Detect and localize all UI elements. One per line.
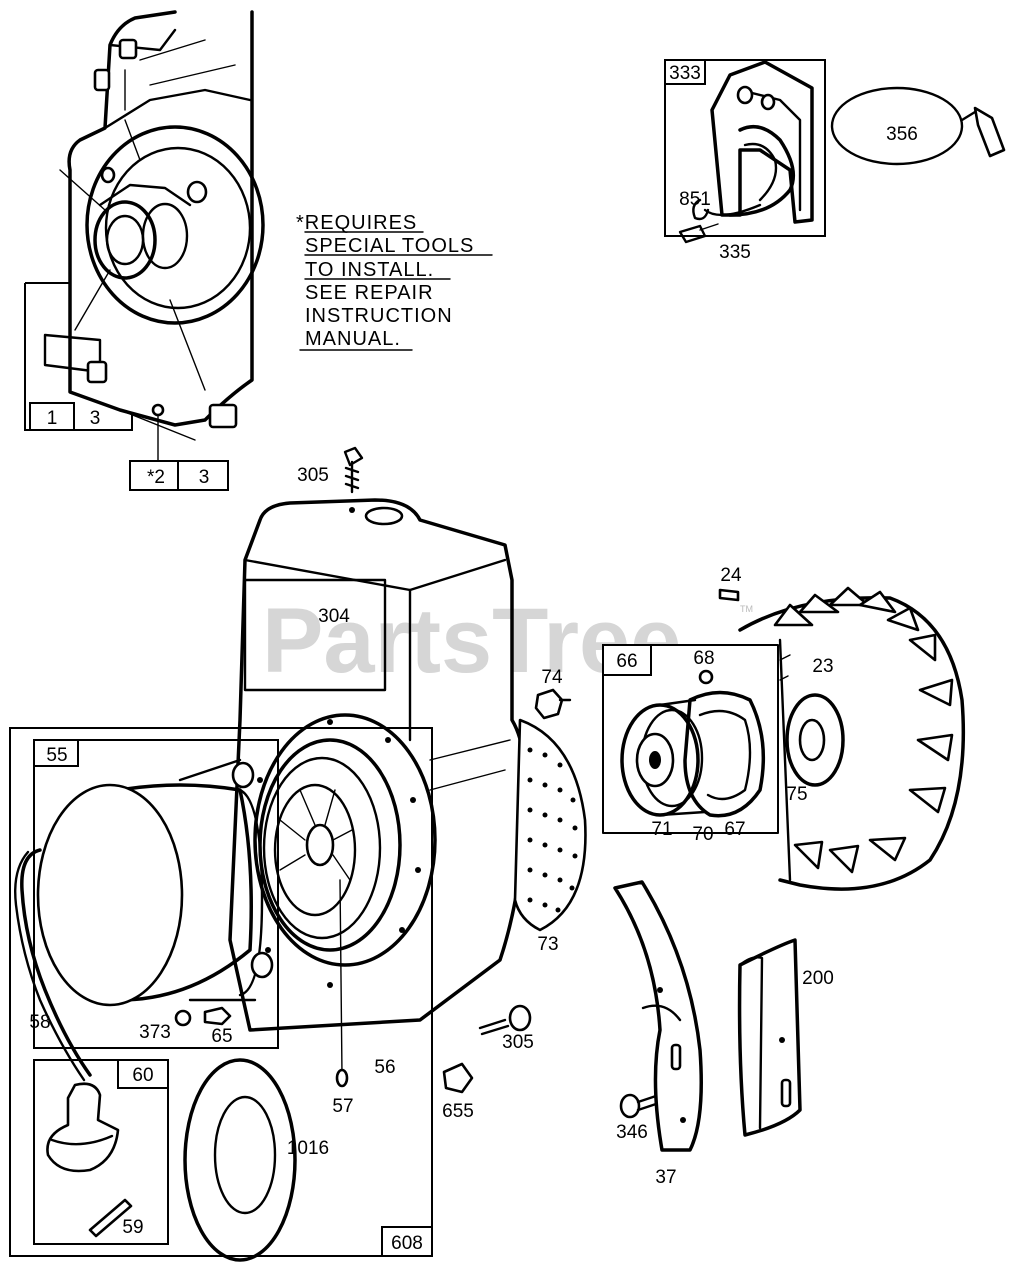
washer-373 [174, 1009, 192, 1027]
part-label-304: 304 [318, 606, 350, 627]
clip-655: 655 [442, 1062, 474, 1122]
callout-box-608 [381, 1226, 433, 1257]
pin-59 [88, 1198, 133, 1238]
callout-frame-1 [24, 282, 133, 431]
callout-frame-333 [664, 59, 826, 237]
watermark-trademark: TM [740, 604, 753, 614]
handle-group-60: 60 59 [33, 1059, 169, 1245]
part-label-608: 608 [391, 1233, 423, 1254]
note-line-1: *REQUIRES [296, 212, 417, 234]
part-label-1016: 1016 [287, 1138, 329, 1159]
callout-frame-66 [602, 644, 779, 834]
nut-74: 74 [534, 667, 572, 720]
part-label-373: 373 [139, 1022, 171, 1043]
wire-loop-356 [830, 86, 964, 166]
rotating-screen-73: 73 [513, 718, 587, 955]
part-label-200: 200 [802, 968, 834, 989]
baffle-200: 200 [737, 938, 834, 1137]
part-label-37: 37 [655, 1167, 676, 1188]
callout-frame-55 [33, 739, 279, 1049]
part-label-333: 333 [669, 63, 701, 84]
part-label-24: 24 [720, 565, 742, 586]
armature-group: 333 851 335 356 [664, 59, 1006, 263]
part-label-356: 356 [886, 124, 918, 145]
note-line-2: SPECIAL TOOLS [305, 235, 474, 257]
part-label-305a: 305 [297, 465, 329, 486]
screw-65 [203, 1006, 232, 1026]
part-label-59: 59 [122, 1217, 143, 1238]
starter-handle [46, 1082, 120, 1173]
special-tools-note: *REQUIRES SPECIAL TOOLS TO INSTALL. SEE … [296, 212, 493, 351]
part-label-3a: 3 [90, 408, 101, 429]
note-line-5: INSTRUCTION [305, 305, 453, 327]
part-label-70: 70 [692, 824, 713, 845]
note-line-6: MANUAL. [305, 328, 401, 350]
part-label-60: 60 [132, 1065, 153, 1086]
wire-terminal [973, 106, 1006, 158]
part-label-3b: 3 [199, 467, 210, 488]
part-label-335: 335 [719, 242, 751, 263]
washer-1016: 1016 [183, 1058, 329, 1262]
key-24: 24 [718, 565, 742, 602]
baffle-37: 37 346 [613, 880, 703, 1188]
pulley-spring-56: 56 57 [253, 713, 437, 1117]
part-label-68: 68 [693, 648, 714, 669]
part-label-71: 71 [651, 819, 672, 840]
note-line-4: SEE REPAIR [305, 282, 434, 304]
part-label-75: 75 [786, 784, 807, 805]
part-label-2: *2 [147, 467, 165, 488]
callout-box-60 [117, 1059, 169, 1089]
part-label-1: 1 [47, 408, 58, 429]
part-label-55: 55 [46, 745, 67, 766]
decal-panel-304 [243, 578, 387, 692]
part-label-346: 346 [616, 1122, 648, 1143]
callout-frame-608 [9, 727, 433, 1257]
part-label-65: 65 [211, 1026, 232, 1047]
callout-box-1 [29, 402, 75, 431]
part-label-305b: 305 [502, 1032, 534, 1053]
starter-assembly-55: 55 58 373 65 [14, 739, 279, 1082]
part-label-57: 57 [332, 1096, 353, 1117]
part-label-74: 74 [541, 667, 563, 688]
part-label-851: 851 [679, 189, 711, 210]
callout-box-333 [664, 59, 706, 85]
part-label-73: 73 [537, 934, 558, 955]
callout-frame-60 [33, 1059, 169, 1245]
crankcase-drawing [43, 10, 265, 441]
screw-305b: 305 [478, 1004, 534, 1053]
part-label-67: 67 [724, 819, 745, 840]
part-label-655: 655 [442, 1101, 474, 1122]
part-label-66: 66 [616, 651, 637, 672]
blower-housing: 305 304 [228, 446, 528, 1032]
ball-68 [698, 669, 714, 685]
boss-top-left [93, 68, 111, 92]
part-label-58: 58 [29, 1012, 50, 1033]
starter-clutch-66: 66 68 71 70 67 [602, 644, 779, 845]
boss-top [118, 38, 138, 60]
note-line-3: TO INSTALL. [305, 259, 434, 281]
flywheel-23: 23 75 [738, 586, 966, 891]
callout-box-66 [602, 644, 652, 676]
callout-box-3 [177, 460, 229, 491]
part-label-56: 56 [374, 1057, 395, 1078]
callout-box-55 [33, 739, 79, 767]
part-label-23: 23 [812, 656, 833, 677]
